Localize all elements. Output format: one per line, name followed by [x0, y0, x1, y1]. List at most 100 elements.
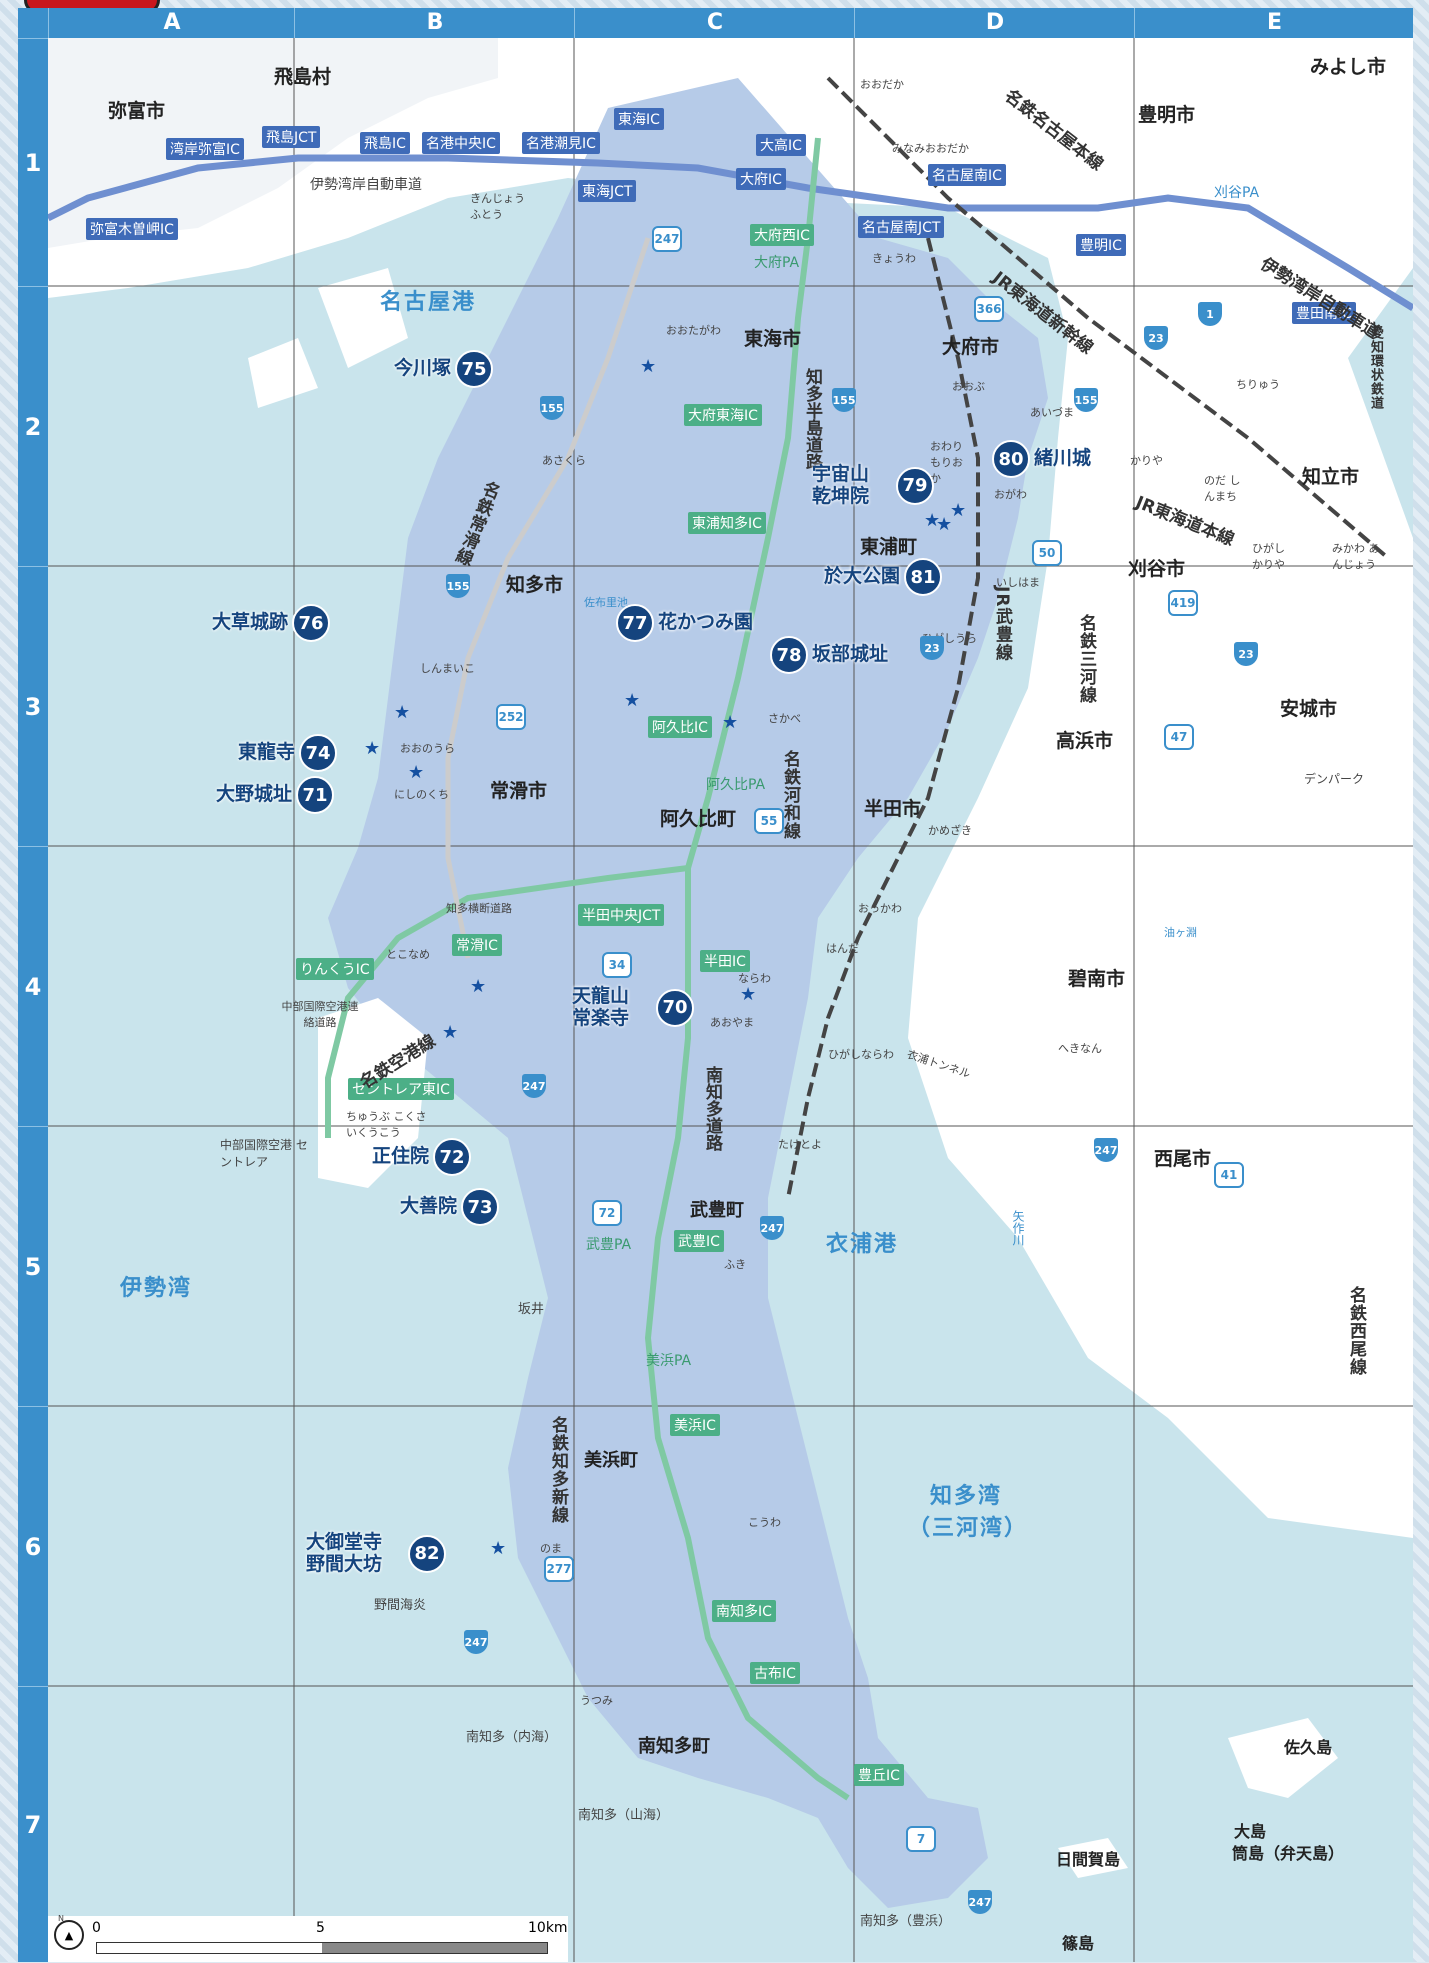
place-noma-kaien: 野間海炎: [374, 1598, 427, 1613]
water-mikawa-bay: （三河湾）: [908, 1516, 1029, 1541]
city-hekinan: 碧南市: [1068, 968, 1126, 990]
rail-meitetsu-kowa: 名鉄河和線: [780, 750, 800, 840]
ic-toyota-minami[interactable]: 豊田南IC: [1292, 302, 1356, 324]
poi-78[interactable]: 78 坂部城址: [770, 636, 888, 674]
pa-obu[interactable]: 大府PA: [754, 255, 800, 271]
pa-mihama[interactable]: 美浜PA: [646, 1353, 692, 1369]
ic-meiko-chuo[interactable]: 名港中央IC: [422, 132, 500, 154]
poi-81-number: 81: [904, 558, 943, 596]
city-chiryu: 知立市: [1302, 466, 1360, 488]
poi-82[interactable]: 大御堂寺 野間大坊 82: [306, 1531, 446, 1576]
ic-odaka[interactable]: 大高IC: [756, 134, 806, 156]
ic-minamichita[interactable]: 南知多IC: [712, 1600, 776, 1622]
ic-centrair-higashi[interactable]: セントレア東IC: [348, 1078, 454, 1100]
ic-toyooka[interactable]: 豊丘IC: [854, 1764, 904, 1786]
poi-72-marker[interactable]: ★: [442, 1022, 459, 1043]
poi-80-marker[interactable]: ★: [950, 500, 967, 521]
ic-obu-tokai[interactable]: 大府東海IC: [684, 404, 762, 426]
rail-meitetsu-nishio: 名鉄西尾線: [1346, 1286, 1366, 1376]
ic-mihama[interactable]: 美浜IC: [670, 1414, 720, 1436]
poi-70-marker[interactable]: ★: [740, 984, 757, 1005]
meitetsu-line: [445, 237, 651, 959]
station-kowa: こうわ: [748, 1516, 781, 1529]
route-47: 47: [1164, 724, 1194, 750]
pa-kariya[interactable]: 刈谷PA: [1214, 185, 1260, 201]
ic-obu-nishi[interactable]: 大府西IC: [750, 224, 814, 246]
jct-nagoya-minami[interactable]: 名古屋南JCT: [858, 216, 945, 238]
poi-76[interactable]: 大草城跡 76: [212, 604, 331, 642]
station-minami-odaka: みなみおおだか: [892, 142, 969, 155]
ic-tobishima[interactable]: 飛島IC: [360, 132, 410, 154]
station-ishihama: いしはま: [996, 576, 1040, 589]
station-odaka: おおだか: [860, 78, 904, 91]
station-ogawa: おがわ: [994, 488, 1027, 501]
poi-75-marker[interactable]: ★: [640, 356, 657, 377]
route-155-c: 155: [1074, 388, 1098, 412]
poi-73-marker[interactable]: ★: [470, 976, 487, 997]
route-23-a: 23: [1144, 326, 1168, 350]
route-155-a: 155: [540, 396, 564, 420]
ic-higashiura-chita[interactable]: 東浦知多IC: [688, 512, 766, 534]
rail-meitetsu-chitashin: 名鉄知多新線: [548, 1416, 568, 1524]
city-tokai: 東海市: [744, 328, 802, 350]
ic-tokai[interactable]: 東海IC: [614, 108, 664, 130]
poi-77[interactable]: 77 花かつみ園: [616, 604, 753, 642]
poi-80[interactable]: 80 緒川城: [992, 440, 1091, 478]
poi-71[interactable]: 大野城址 71: [216, 776, 335, 814]
poi-82-marker[interactable]: ★: [490, 1538, 507, 1559]
ic-toyoake[interactable]: 豊明IC: [1076, 234, 1126, 256]
station-noma: のま: [540, 1542, 562, 1555]
poi-81[interactable]: 於大公園 81: [824, 558, 943, 596]
poi-79[interactable]: 宇宙山 乾坤院 79: [812, 463, 934, 508]
poi-72[interactable]: 正住院 72: [372, 1138, 472, 1176]
ic-rinku[interactable]: りんくうIC: [296, 958, 374, 980]
city-yatomi: 弥富市: [108, 100, 166, 122]
place-minamichita-yamaumi: 南知多（山海）: [578, 1808, 670, 1823]
station-chiryu: ちりゅう: [1236, 378, 1280, 391]
poi-81-marker[interactable]: ★: [936, 514, 953, 535]
poi-76-number: 76: [292, 604, 331, 642]
poi-70[interactable]: 天龍山 常楽寺 70: [572, 985, 694, 1030]
poi-79-marker[interactable]: ★: [924, 510, 941, 531]
road-chubu-airport: 中部国際空港連絡道路: [281, 1000, 359, 1029]
place-sakai: 坂井: [518, 1302, 545, 1317]
poi-78-marker[interactable]: ★: [722, 712, 739, 733]
pa-taketoyo[interactable]: 武豊PA: [586, 1237, 632, 1253]
jct-tokai[interactable]: 東海JCT: [578, 180, 637, 202]
poi-75[interactable]: 今川塚 75: [394, 350, 494, 388]
poi-77-number: 77: [616, 604, 654, 642]
ic-nagoya-minami[interactable]: 名古屋南IC: [928, 164, 1006, 186]
city-mihama: 美浜町: [584, 1450, 638, 1471]
poi-74-marker[interactable]: ★: [364, 738, 381, 759]
poi-74-name: 東龍寺: [238, 741, 296, 764]
ic-wangan-yatomi[interactable]: 湾岸弥富IC: [166, 138, 244, 160]
ic-tokoname[interactable]: 常滑IC: [452, 934, 502, 956]
row-header-6: 6: [18, 1406, 48, 1687]
city-higashiura: 東浦町: [860, 536, 918, 558]
poi-74[interactable]: 東龍寺 74: [238, 734, 338, 772]
ic-kofu[interactable]: 古布IC: [750, 1662, 800, 1684]
poi-72-name: 正住院: [372, 1145, 430, 1168]
route-247-e: 247: [464, 1630, 488, 1654]
ic-meiko-shiomi[interactable]: 名港潮見IC: [522, 132, 600, 154]
jct-handa-chuo[interactable]: 半田中央JCT: [578, 904, 665, 926]
poi-77-marker[interactable]: ★: [624, 690, 641, 711]
poi-71-marker[interactable]: ★: [408, 762, 425, 783]
ic-taketoyo[interactable]: 武豊IC: [674, 1230, 724, 1252]
rail-jr-taketoyo: JR武豊線: [992, 586, 1012, 662]
map-canvas[interactable]: 弥富市 飛島村 豊明市 みよし市 東海市 大府市 知立市 知多市 刈谷市 東浦町…: [48, 38, 1413, 1962]
ic-agui[interactable]: 阿久比IC: [648, 716, 712, 738]
ic-yatomi-kisozaki[interactable]: 弥富木曽岬IC: [86, 218, 178, 240]
place-centrair: 中部国際空港 セントレア: [220, 1138, 308, 1169]
poi-76-marker[interactable]: ★: [394, 702, 411, 723]
station-higashi-narawa: ひがしならわ: [828, 1048, 894, 1061]
column-header-d: D: [854, 8, 1135, 38]
chitahanto-road: [644, 137, 850, 1801]
jct-tobishima[interactable]: 飛島JCT: [262, 126, 321, 148]
poi-73[interactable]: 大善院 73: [400, 1188, 500, 1226]
row-header-1: 1: [18, 38, 48, 287]
ic-handa[interactable]: 半田IC: [700, 950, 750, 972]
station-utsumi: うつみ: [580, 1694, 613, 1707]
ic-obu[interactable]: 大府IC: [736, 168, 786, 190]
pa-agui[interactable]: 阿久比PA: [706, 777, 766, 793]
